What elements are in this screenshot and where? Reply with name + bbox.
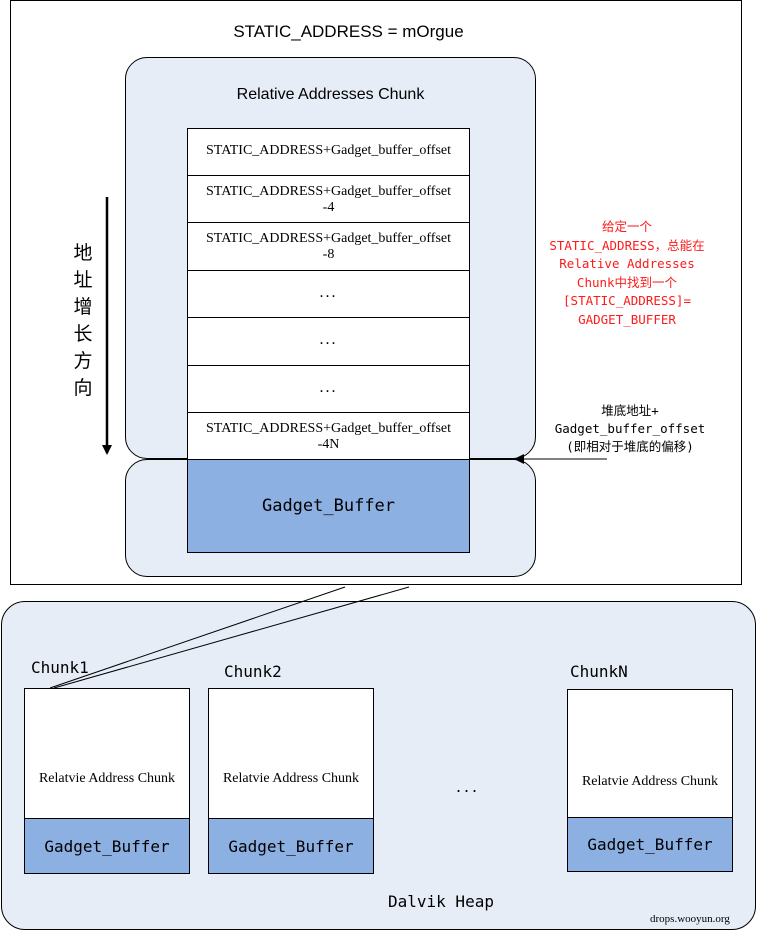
chunk1-gadget-buffer: Gadget_Buffer [24,818,190,874]
growth-direction-text: 地址增长方向 [73,243,93,399]
gadget-buffer-box: Gadget_Buffer [187,459,470,553]
address-cell: STATIC_ADDRESS+Gadget_buffer_offset [187,128,470,176]
chunk1-gadget-label: Gadget_Buffer [44,836,170,856]
growth-direction-label: 地址增长方向 [66,240,100,402]
chunkn-gadget-label: Gadget_Buffer [587,835,713,854]
chunk2-label: Chunk2 [224,662,282,681]
chunks-ellipsis: ... [456,776,481,796]
chunk2-gadget-buffer: Gadget_Buffer [208,818,374,874]
zoom-line-2 [53,586,410,689]
chunk2-gadget-label: Gadget_Buffer [228,836,354,856]
diagram-title: STATIC_ADDRESS = mOrgue [233,22,464,41]
watermark: drops.wooyun.org [650,913,730,925]
address-cell-ellipsis: ... [187,365,470,413]
address-cell-ellipsis: ... [187,270,470,318]
chunk1-label: Chunk1 [31,658,89,677]
chunkn-gadget-buffer: Gadget_Buffer [567,817,733,872]
dalvik-heap-label: Dalvik Heap [388,892,494,911]
address-cell: STATIC_ADDRESS+Gadget_buffer_offset -4N [187,413,470,461]
heap-base-note: 堆底地址+ Gadget_buffer_offset (即相对于堆底的偏移) [554,403,706,454]
address-cell-ellipsis: ... [187,318,470,366]
chunk2-rac-label: Relatvie Address Chunk [222,771,360,786]
chunkn-label: ChunkN [570,662,628,681]
gadget-buffer-label: Gadget_Buffer [261,496,396,516]
zoom-line-1 [49,586,346,689]
address-cell: STATIC_ADDRESS+Gadget_buffer_offset -4 [187,175,470,223]
address-cell: STATIC_ADDRESS+Gadget_buffer_offset -8 [187,223,470,271]
red-note: 给定一个 STATIC_ADDRESS，总能在 Relative Address… [549,219,705,327]
chunk1-rac-label: Relatvie Address Chunk [38,771,176,786]
chunkn-rac-label: Relatvie Address Chunk [581,774,719,789]
relative-addresses-title: Relative Addresses Chunk [236,86,425,103]
address-stack: STATIC_ADDRESS+Gadget_buffer_offset STAT… [187,128,470,461]
